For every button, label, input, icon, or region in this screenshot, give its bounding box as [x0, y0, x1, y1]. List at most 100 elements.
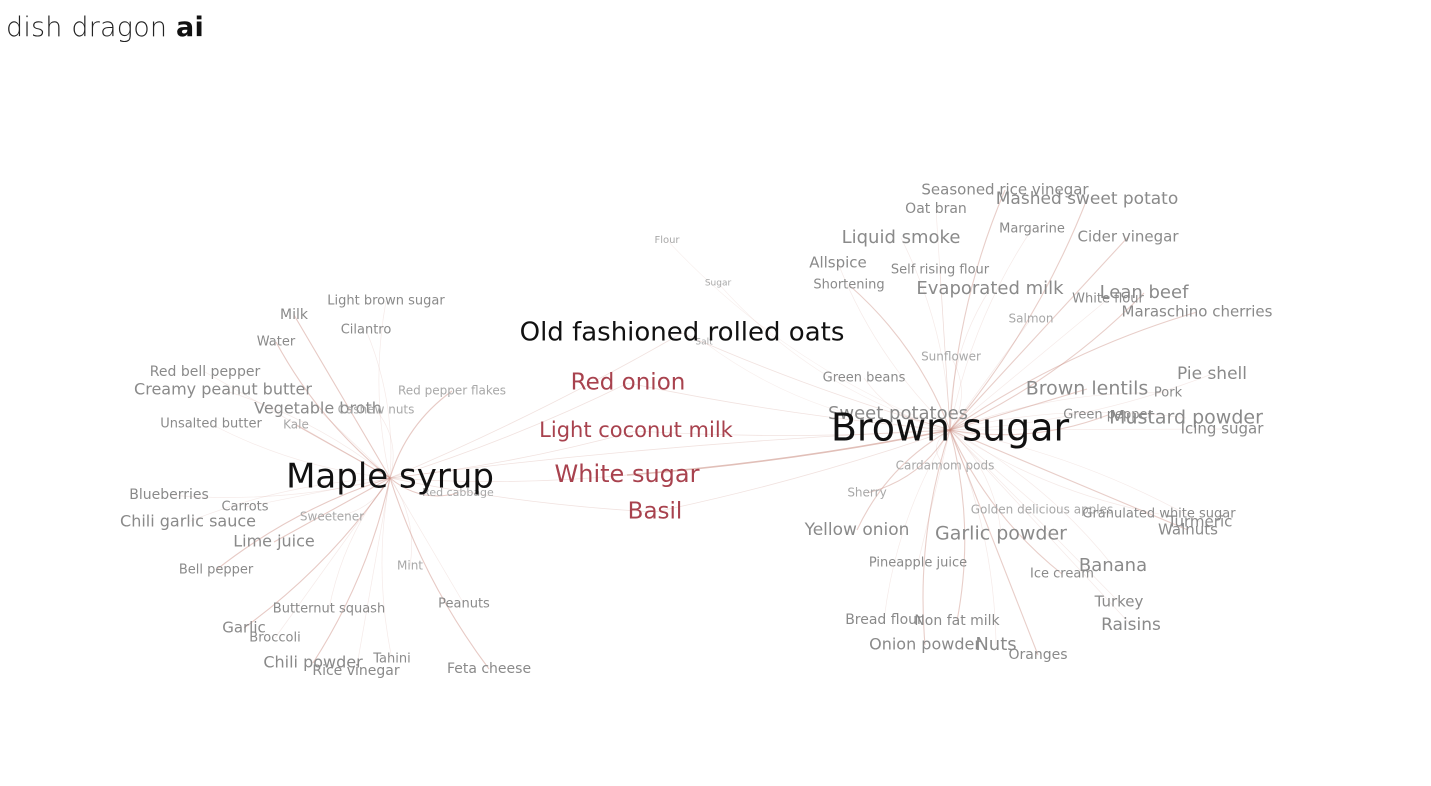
edge-brown-non-fat-milk	[949, 429, 966, 622]
ingredient-node-self-rising-flour[interactable]: Self rising flour	[891, 263, 990, 278]
ingredient-node-white-flour[interactable]: White flour	[1072, 292, 1144, 307]
edge-maple-kale	[295, 424, 391, 479]
ingredient-node-mustard-powder[interactable]: Mustard powder	[1109, 407, 1263, 429]
bridge-node-light-coconut-milk[interactable]: Light coconut milk	[539, 418, 734, 442]
ingredient-node-raisins[interactable]: Raisins	[1101, 615, 1161, 635]
brand-suffix: ai	[176, 12, 204, 43]
ingredient-node-red-bell-pepper[interactable]: Red bell pepper	[150, 364, 261, 380]
edge-brown-evaporated-milk	[949, 288, 991, 431]
ingredient-node-flour[interactable]: Flour	[654, 235, 680, 246]
ingredient-node-sherry[interactable]: Sherry	[847, 486, 886, 500]
ingredient-node-mint[interactable]: Mint	[397, 559, 423, 573]
ingredient-node-sunflower[interactable]: Sunflower	[921, 350, 981, 364]
ingredient-node-onion-powder[interactable]: Onion powder	[869, 635, 981, 654]
edge-brown-pie-shell	[949, 373, 1213, 431]
ingredient-node-red-cabbage[interactable]: Red cabbage	[422, 486, 494, 499]
ingredient-node-unsalted-butter[interactable]: Unsalted butter	[160, 417, 262, 432]
ingredient-node-feta-cheese[interactable]: Feta cheese	[447, 661, 531, 677]
ingredient-node-evaporated-milk[interactable]: Evaporated milk	[916, 278, 1064, 299]
edge-maple-red-cabbage	[389, 477, 459, 497]
ingredient-node-lean-beef[interactable]: Lean beef	[1100, 282, 1190, 303]
edge-bridge-brown-light-coconut-milk	[635, 429, 951, 436]
ingredient-node-water[interactable]: Water	[257, 335, 296, 350]
ingredient-node-peanuts[interactable]: Peanuts	[438, 597, 490, 612]
ingredient-node-cider-vinegar[interactable]: Cider vinegar	[1078, 228, 1180, 246]
ingredient-node-allspice[interactable]: Allspice	[809, 254, 867, 272]
ingredient-node-seasoned-rice-vinegar[interactable]: Seasoned rice vinegar	[921, 181, 1089, 199]
ingredient-node-vegetable-broth[interactable]: Vegetable broth	[254, 399, 382, 418]
ingredient-node-red-pepper-flakes[interactable]: Red pepper flakes	[398, 384, 506, 398]
ingredient-node-maraschino-cherries[interactable]: Maraschino cherries	[1122, 303, 1273, 321]
ingredient-node-garlic-powder[interactable]: Garlic powder	[935, 523, 1067, 545]
ingredient-node-oat-bran[interactable]: Oat bran	[905, 201, 967, 217]
edge-loose-salt	[703, 341, 951, 431]
ingredient-node-creamy-peanut-butter[interactable]: Creamy peanut butter	[134, 380, 312, 399]
bridge-node-old-fashioned-rolled-oats[interactable]: Old fashioned rolled oats	[520, 318, 845, 348]
ingredient-node-walnuts[interactable]: Walnuts	[1158, 521, 1218, 539]
ingredient-node-yellow-onion[interactable]: Yellow onion	[804, 520, 910, 540]
ingredient-node-butternut-squash[interactable]: Butternut squash	[273, 602, 385, 617]
edge-brown-mashed-sweet-potato	[949, 198, 1088, 431]
ingredient-node-green-beans[interactable]: Green beans	[823, 371, 906, 386]
ingredient-node-lime-juice[interactable]: Lime juice	[233, 532, 315, 551]
bridge-node-red-onion[interactable]: Red onion	[571, 370, 686, 396]
ingredient-node-salmon[interactable]: Salmon	[1009, 312, 1054, 326]
ingredient-node-kale[interactable]: Kale	[283, 418, 309, 432]
ingredient-node-shortening[interactable]: Shortening	[813, 278, 884, 293]
ingredient-node-sugar[interactable]: Sugar	[705, 279, 732, 289]
ingredient-node-cardamom-pods[interactable]: Cardamom pods	[896, 459, 995, 473]
ingredient-node-rice-vinegar[interactable]: Rice vinegar	[312, 663, 400, 679]
ingredient-node-chili-powder[interactable]: Chili powder	[263, 653, 363, 672]
edge-brown-raisins	[949, 429, 1132, 626]
edge-brown-icing-sugar	[949, 428, 1223, 431]
ingredient-node-pork[interactable]: Pork	[1154, 386, 1183, 401]
ingredient-node-green-pepper[interactable]: Green pepper	[1063, 408, 1153, 423]
edge-maple-unsalted-butter	[210, 423, 391, 479]
ingredient-node-nuts[interactable]: Nuts	[975, 634, 1016, 655]
ingredient-node-carrots[interactable]: Carrots	[221, 500, 268, 515]
ingredient-node-non-fat-milk[interactable]: Non fat milk	[914, 613, 1000, 629]
hub-node-brown-sugar[interactable]: Brown sugar	[831, 406, 1070, 450]
ingredient-node-ice-cream[interactable]: Ice cream	[1030, 567, 1094, 582]
ingredient-node-tahini[interactable]: Tahini	[372, 652, 410, 667]
ingredient-node-broccoli[interactable]: Broccoli	[249, 631, 300, 646]
edge-maple-cashew-nuts	[375, 409, 394, 479]
ingredient-node-margarine[interactable]: Margarine	[999, 222, 1065, 237]
hub-node-maple-syrup[interactable]: Maple syrup	[286, 457, 494, 497]
ingredient-node-turkey[interactable]: Turkey	[1094, 593, 1144, 611]
edge-maple-lime-juice	[273, 477, 391, 543]
ingredient-node-salt[interactable]: Salt	[695, 338, 713, 348]
ingredient-node-milk[interactable]: Milk	[280, 307, 309, 323]
ingredient-node-pineapple-juice[interactable]: Pineapple juice	[869, 556, 967, 571]
ingredient-node-mashed-sweet-potato[interactable]: Mashed sweet potato	[996, 189, 1178, 209]
ingredient-node-cashew-nuts[interactable]: Cashew nuts	[338, 403, 415, 417]
edge-maple-butternut-squash	[328, 477, 391, 610]
ingredient-node-liquid-smoke[interactable]: Liquid smoke	[842, 227, 961, 248]
ingredient-node-chili-garlic-sauce[interactable]: Chili garlic sauce	[120, 512, 256, 531]
edge-brown-green-beans	[863, 377, 951, 431]
ingredient-node-banana[interactable]: Banana	[1079, 555, 1147, 576]
ingredient-node-pie-shell[interactable]: Pie shell	[1177, 364, 1247, 384]
bridge-node-basil[interactable]: Basil	[628, 499, 683, 525]
ingredient-node-oranges[interactable]: Oranges	[1008, 647, 1067, 663]
edge-brown-sunflower	[949, 356, 962, 431]
ingredient-node-bread-flour[interactable]: Bread flour	[845, 612, 923, 628]
edge-maple-blueberries	[168, 477, 391, 498]
ingredient-node-bell-pepper[interactable]: Bell pepper	[179, 563, 254, 578]
ingredient-node-brown-lentils[interactable]: Brown lentils	[1026, 378, 1149, 400]
ingredient-node-sweetener[interactable]: Sweetener	[300, 510, 364, 524]
edge-maple-chili-powder	[312, 477, 391, 664]
ingredient-node-blueberries[interactable]: Blueberries	[129, 487, 209, 503]
ingredient-node-turmeric[interactable]: Turmeric	[1167, 513, 1233, 531]
bridge-node-white-sugar[interactable]: White sugar	[555, 460, 700, 488]
ingredient-node-garlic[interactable]: Garlic	[222, 619, 266, 637]
ingredient-node-granulated-white-sugar[interactable]: Granulated white sugar	[1082, 507, 1236, 522]
ingredient-node-light-brown-sugar[interactable]: Light brown sugar	[327, 294, 445, 309]
ingredient-node-icing-sugar[interactable]: Icing sugar	[1181, 420, 1265, 438]
ingredient-node-golden-delicious-apples[interactable]: Golden delicious apples	[971, 503, 1114, 517]
ingredient-node-sweet-potatoes[interactable]: Sweet potatoes	[828, 403, 968, 424]
edge-bridge-maple-old-fashioned-rolled-oats	[389, 332, 683, 479]
ingredient-node-cilantro[interactable]: Cilantro	[341, 323, 392, 338]
